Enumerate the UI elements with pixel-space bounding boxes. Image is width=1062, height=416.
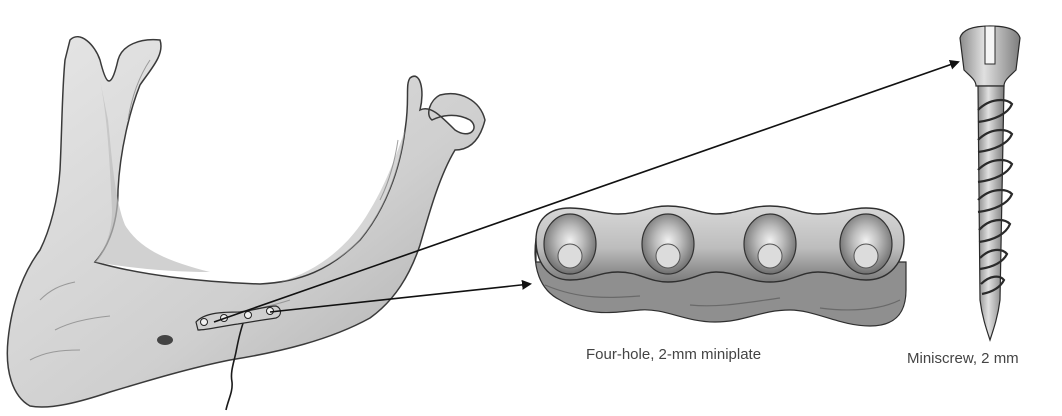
- miniplate-illustration: [535, 206, 906, 326]
- miniplate-hole: [744, 214, 796, 274]
- miniscrew-shaft: [978, 86, 1004, 340]
- miniscrew-caption: Miniscrew, 2 mm: [907, 350, 1062, 368]
- miniplate-hole: [642, 214, 694, 274]
- miniscrew-slot: [985, 26, 995, 64]
- miniplate-caption: Four-hole, 2-mm miniplate: [586, 346, 761, 364]
- miniscrew-illustration: [960, 26, 1020, 340]
- mental-foramen: [157, 335, 173, 345]
- miniplate-hole: [840, 214, 892, 274]
- mandible-illustration: [7, 37, 485, 410]
- miniplate-hole: [544, 214, 596, 274]
- mandible-body: [7, 37, 485, 407]
